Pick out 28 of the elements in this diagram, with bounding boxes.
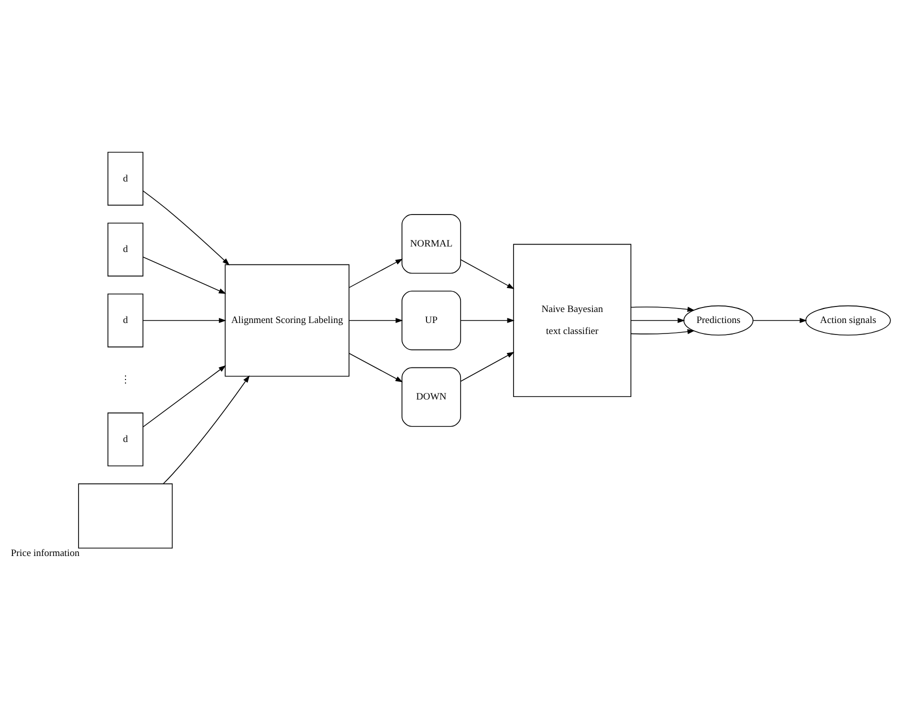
label: ⋮ xyxy=(120,374,130,386)
arrow xyxy=(460,352,514,382)
arrow xyxy=(142,190,230,266)
arrow xyxy=(348,258,403,288)
node-box: d xyxy=(108,412,144,466)
arrow xyxy=(142,256,226,294)
arrow xyxy=(630,329,695,334)
node-box: UP xyxy=(402,290,462,350)
arrow xyxy=(142,318,226,324)
arrow xyxy=(630,306,695,312)
node-box: DOWN xyxy=(402,367,462,427)
arrow xyxy=(460,259,514,290)
node-box xyxy=(78,483,173,549)
node-box: d xyxy=(108,222,144,276)
arrow xyxy=(142,365,226,428)
node-ellipse: Action signals xyxy=(805,305,891,336)
node-box: d xyxy=(108,152,144,206)
arrow xyxy=(752,318,808,324)
node-label: Price information xyxy=(10,548,80,559)
node-box: d xyxy=(108,294,144,348)
arrow xyxy=(348,318,403,324)
node-box: Alignment Scoring Labeling xyxy=(224,264,350,377)
arrow xyxy=(460,318,515,324)
arrow xyxy=(162,375,250,484)
arrow xyxy=(348,352,403,382)
node-box: Naive Bayesian text classifier xyxy=(513,244,632,398)
node-box: NORMAL xyxy=(402,214,462,274)
arrow xyxy=(630,318,685,324)
